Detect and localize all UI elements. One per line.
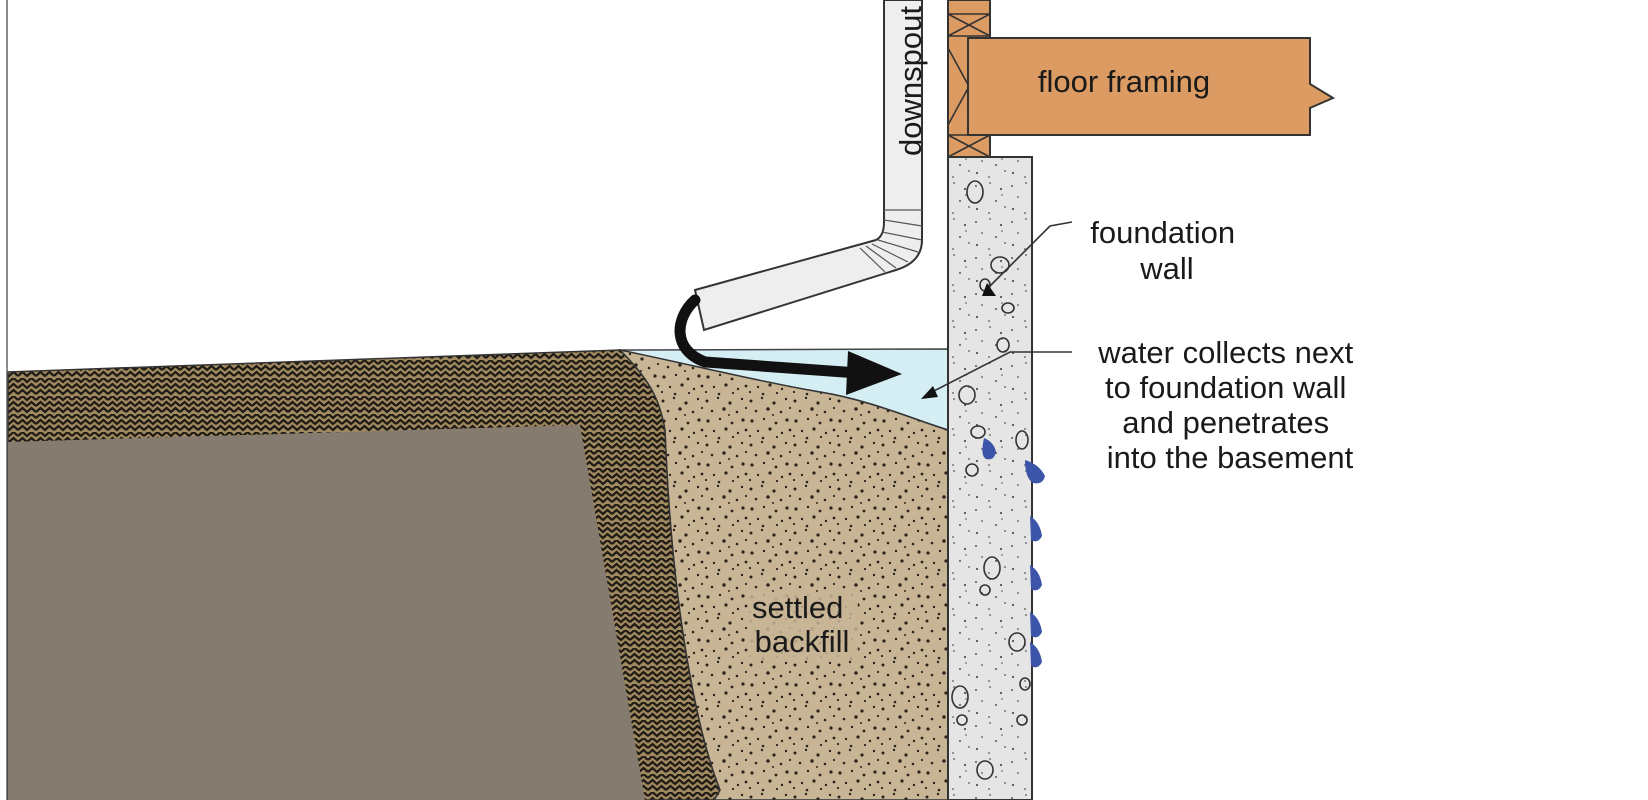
svg-text:settled backfill: settled backfill (752, 590, 852, 659)
callout-leader-lines (921, 221, 1073, 399)
undisturbed-soil (8, 425, 645, 800)
floor-joist (967, 37, 1336, 136)
water-droplets (982, 438, 1045, 668)
foundation-wall (947, 156, 1033, 800)
floor-framing-label: floor framing (1038, 64, 1210, 99)
water-flow-arrow (674, 294, 902, 395)
foundation-wall-label: foundation wall (1090, 215, 1243, 286)
settled-backfill-label: settled backfill (748, 590, 858, 659)
downspout (693, 0, 923, 332)
downspout-label: downspout (893, 6, 928, 156)
water-collects-label: water collects next to foundation wall a… (1097, 335, 1362, 475)
